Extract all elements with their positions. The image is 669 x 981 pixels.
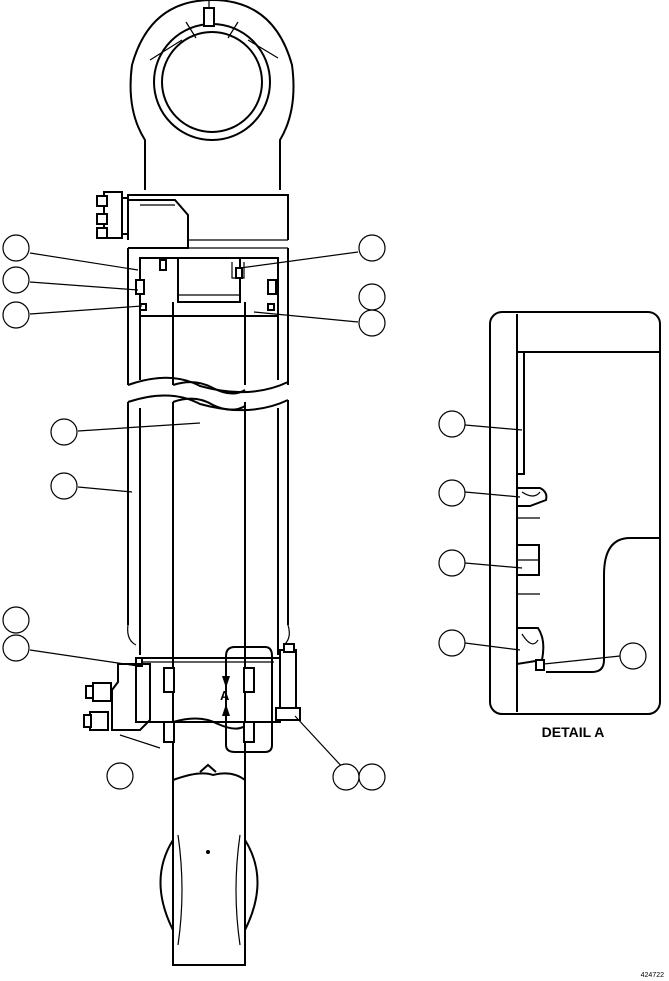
piston-rod — [172, 302, 246, 770]
callout-bubble — [50, 418, 78, 446]
callout-bubble — [438, 479, 466, 507]
callout-bubble — [50, 472, 78, 500]
bottom-eye — [159, 763, 259, 966]
callout-bubble — [358, 234, 386, 262]
callout-bubble — [619, 642, 647, 670]
callout-bubble — [438, 629, 466, 657]
rod-eye — [129, 0, 295, 190]
callout-bubble — [438, 410, 466, 438]
callout-bubble — [358, 309, 386, 337]
callout-bubble — [332, 763, 360, 791]
cylinder-tube-upper — [127, 248, 289, 394]
callout-bubble — [2, 301, 30, 329]
callout-bubble — [2, 234, 30, 262]
detail-a-marker: A — [220, 646, 273, 753]
bottom-head — [83, 643, 301, 743]
callout-bubbles-main — [2, 234, 386, 791]
callout-bubbles-detail — [438, 410, 647, 670]
leader-lines-detail — [464, 424, 621, 665]
detail-a-title: DETAIL A — [542, 724, 605, 740]
callout-bubble — [2, 634, 30, 662]
callout-bubble — [358, 763, 386, 791]
callout-bubble — [438, 549, 466, 577]
callout-bubble — [358, 283, 386, 311]
leader-lines-main — [29, 251, 359, 771]
drawing-number: 424722 — [641, 972, 664, 979]
callout-bubble — [2, 606, 30, 634]
detail-a-view — [489, 311, 661, 715]
cylinder-tube-lower — [127, 394, 290, 655]
head-port-block — [96, 191, 289, 249]
section-letter: A — [220, 688, 230, 703]
rod-guide-gland — [135, 257, 279, 317]
callout-bubble — [106, 762, 134, 790]
callout-bubble — [2, 266, 30, 294]
